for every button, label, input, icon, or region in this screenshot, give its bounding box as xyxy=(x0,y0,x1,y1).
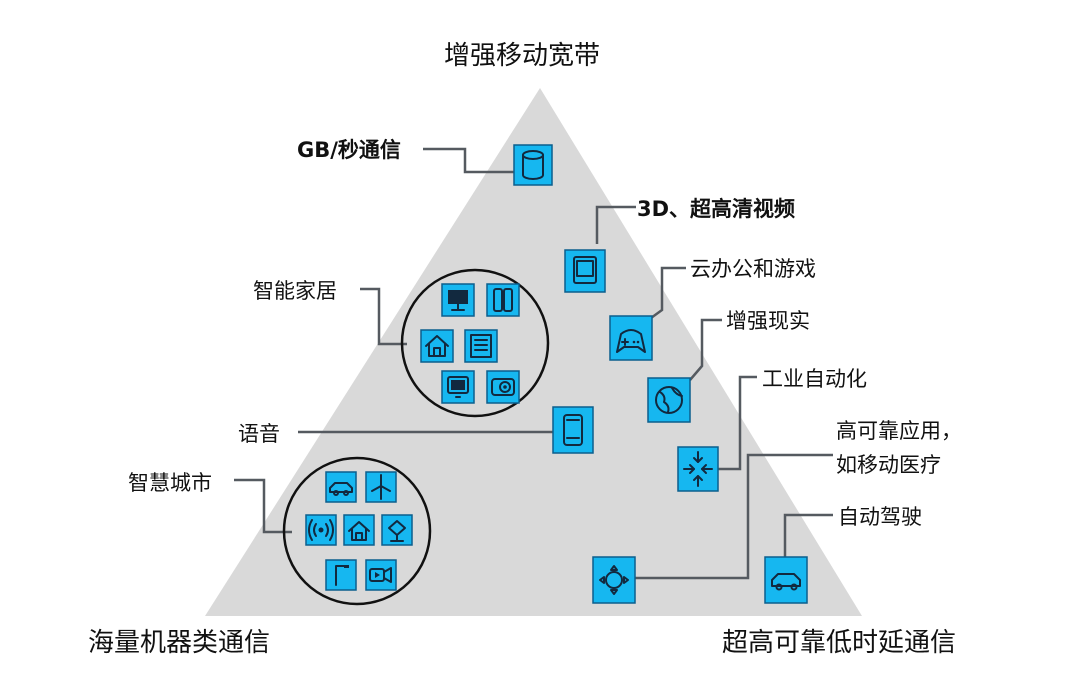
arrows-inward-icon xyxy=(677,446,719,492)
leader-industry xyxy=(717,375,757,471)
monitor-icon xyxy=(441,283,475,317)
home-icon xyxy=(343,514,375,546)
camera-icon xyxy=(486,370,520,404)
leader-cloud xyxy=(650,266,686,320)
double-door-icon xyxy=(486,283,520,317)
leader-gb xyxy=(423,147,517,174)
globe-icon xyxy=(647,377,691,423)
leader-smarthome xyxy=(360,287,407,346)
label-high-reliability-line1: 高可靠应用， xyxy=(836,419,962,443)
gamepad-icon xyxy=(609,315,653,361)
label-3d-uhd-video: 3D、超高清视频 xyxy=(637,197,795,221)
smart-city-circle xyxy=(282,456,432,606)
street-lamp-icon xyxy=(325,559,357,591)
tv-icon xyxy=(441,370,475,404)
phone-icon xyxy=(552,406,594,454)
compass-arrows-icon xyxy=(592,556,636,604)
leader-ar xyxy=(689,318,722,381)
corner-right-title: 超高可靠低时延通信 xyxy=(722,628,956,658)
home-icon xyxy=(420,329,454,363)
label-voice: 语音 xyxy=(238,422,280,446)
database-icon xyxy=(513,144,553,186)
label-high-reliability-line2: 如移动医疗 xyxy=(836,453,941,477)
car-icon xyxy=(325,471,357,503)
car-icon xyxy=(764,556,808,604)
video-camera-icon xyxy=(365,559,397,591)
smart-home-circle xyxy=(400,268,550,418)
label-smart-city: 智慧城市 xyxy=(128,471,212,495)
leader-autodrive xyxy=(783,513,833,559)
signal-icon xyxy=(305,514,337,546)
corner-top-title: 增强移动宽带 xyxy=(444,41,600,71)
leader-video xyxy=(595,205,636,244)
label-gb-communication: GB/秒通信 xyxy=(297,138,401,162)
label-autonomous-driving: 自动驾驶 xyxy=(838,505,922,529)
building-icon xyxy=(464,329,498,363)
tablet-icon xyxy=(564,249,606,293)
label-augmented-reality: 增强现实 xyxy=(726,309,810,333)
leader-medical xyxy=(634,453,833,580)
leader-smartcity xyxy=(234,478,292,534)
label-industrial-automation: 工业自动化 xyxy=(762,367,867,391)
drone-icon xyxy=(381,514,413,546)
label-smart-home: 智能家居 xyxy=(253,279,337,303)
corner-left-title: 海量机器类通信 xyxy=(88,628,270,658)
wind-turbine-icon xyxy=(365,471,397,503)
label-cloud-office-gaming: 云办公和游戏 xyxy=(690,257,816,281)
